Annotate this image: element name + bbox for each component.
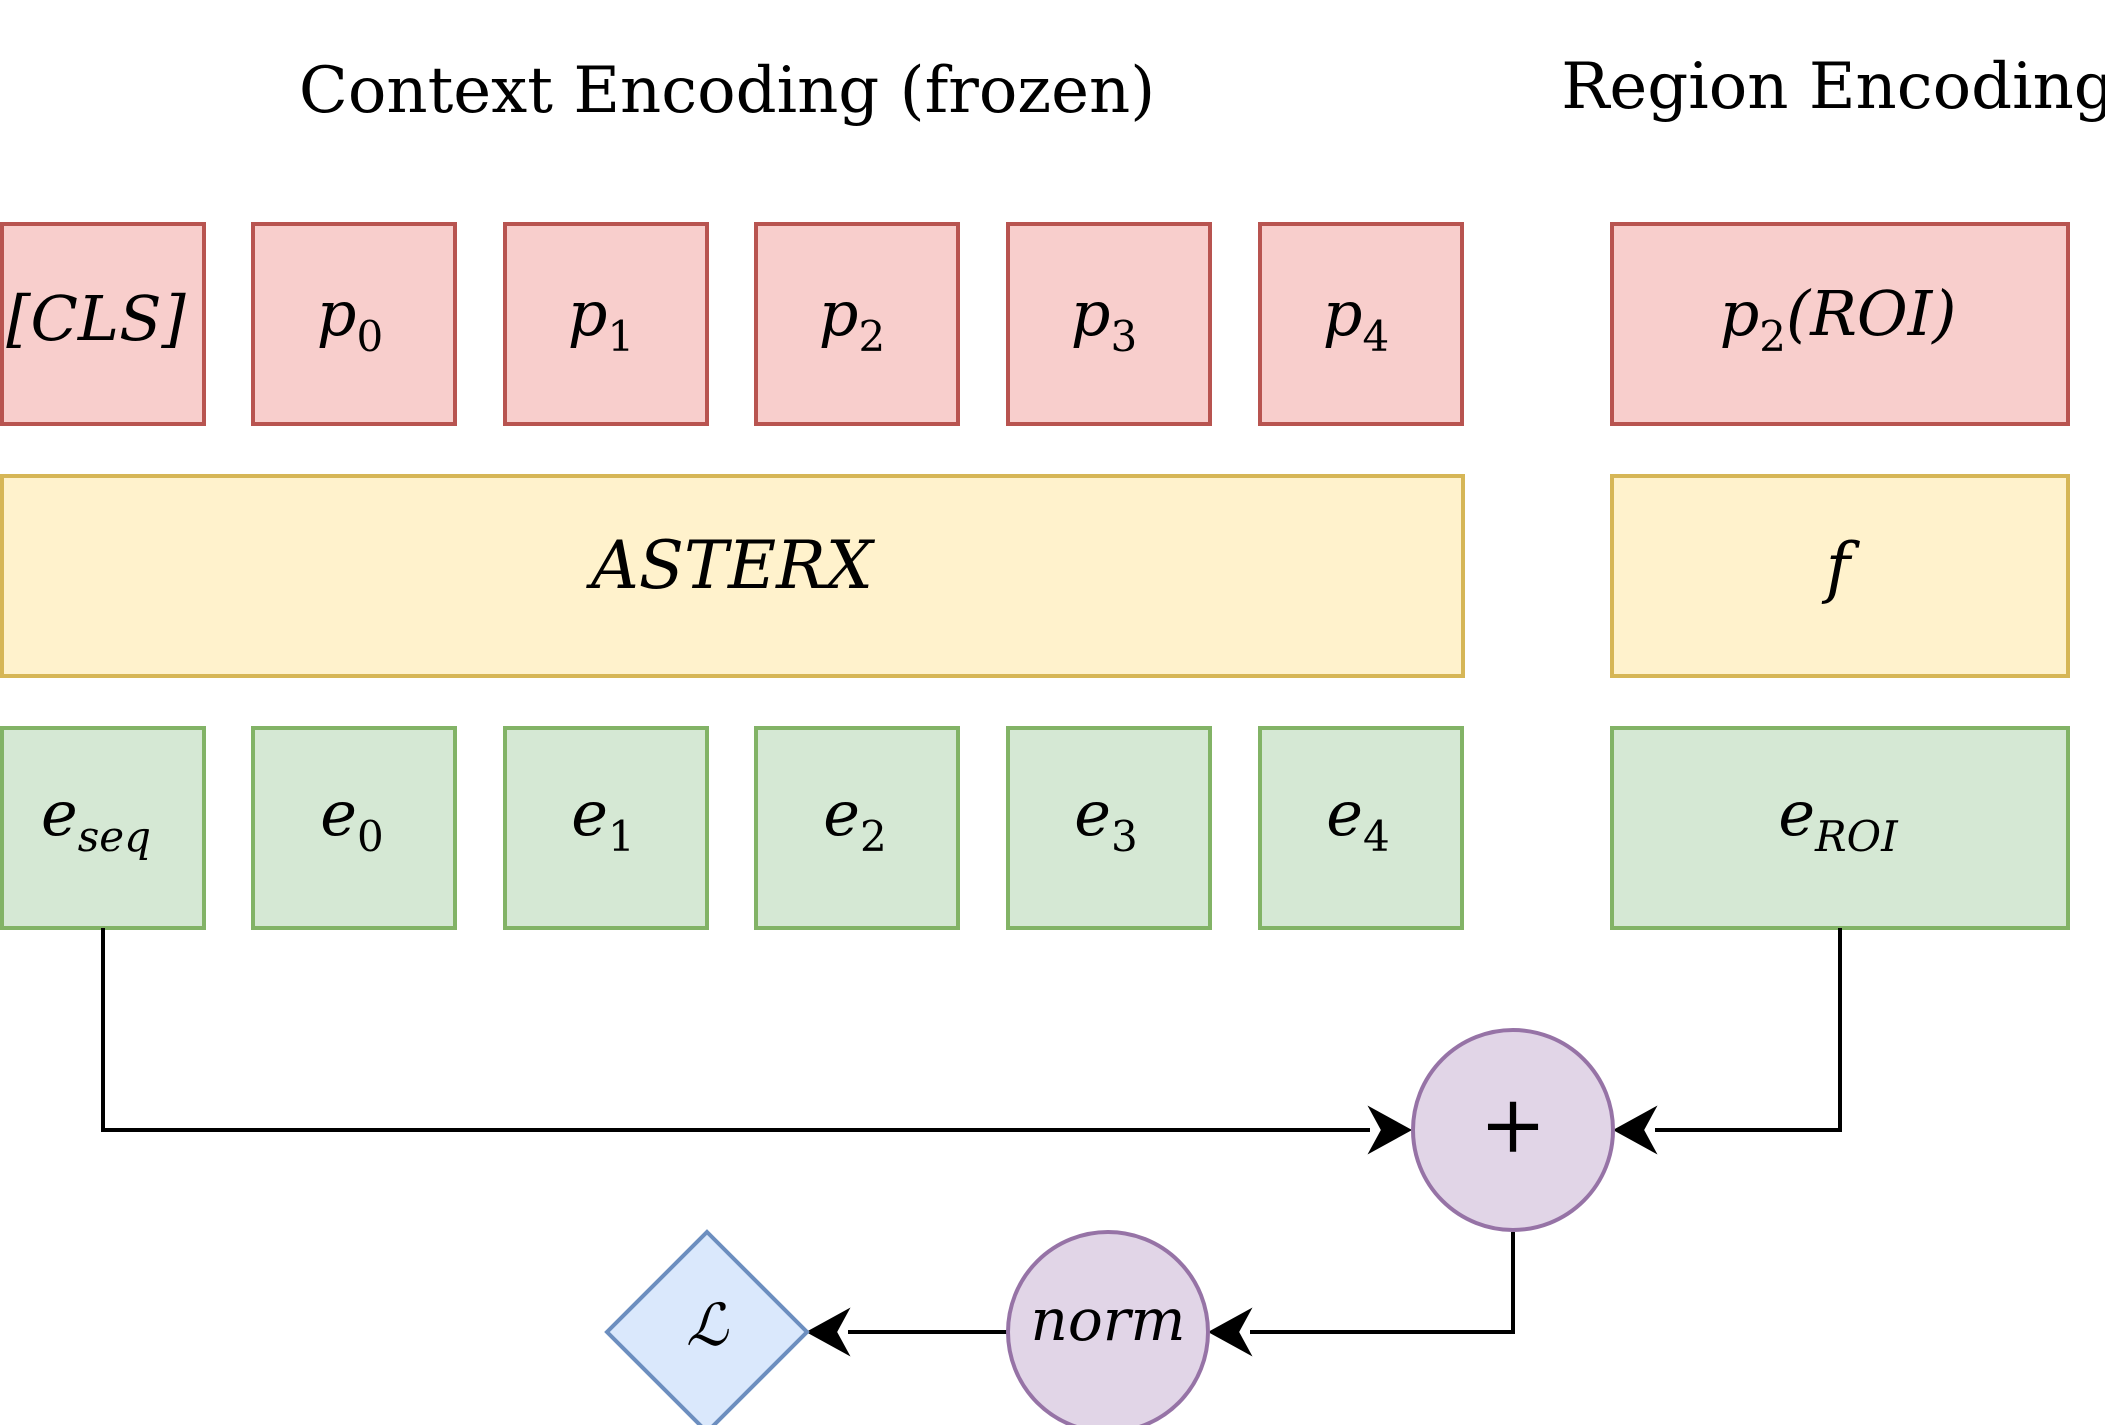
norm-to-loss-arrowhead: [805, 1307, 851, 1357]
output-embedding-label: e: [41, 777, 78, 850]
input-token-sub: 0: [356, 312, 383, 361]
input-token-sub: 3: [1110, 312, 1137, 361]
input-token-label: [CLS]: [6, 282, 186, 355]
input-token-sub: 4: [1362, 312, 1389, 361]
input-token-1: p0: [251, 222, 457, 426]
svg-text:p0: p0: [317, 277, 383, 361]
region-encoding-title: Region Encoding: [1561, 50, 2105, 124]
svg-text:e1: e1: [571, 777, 634, 861]
output-embedding-sub: 4: [1363, 812, 1390, 861]
loss-node: ℒ: [604, 1229, 810, 1425]
roi-to-plus-wire: [1655, 928, 1842, 1132]
roi-to-plus-arrowhead: [1612, 1105, 1658, 1155]
plus-to-norm-wire: [1250, 1232, 1515, 1334]
input-token-sub: 2: [858, 312, 885, 361]
region-input-token: p2(ROI): [1610, 222, 2070, 426]
output-embedding-label: e: [1074, 777, 1111, 850]
svg-text:p2(ROI): p2(ROI): [1720, 277, 1957, 361]
input-token-sub: 1: [607, 312, 634, 361]
svg-text:p1: p1: [568, 277, 634, 361]
input-token-label: p: [819, 277, 859, 350]
output-embedding-1: e0: [251, 726, 457, 930]
output-embedding-label: e: [320, 777, 357, 850]
svg-text:eseq: eseq: [41, 777, 151, 861]
output-embedding-label: e: [1326, 777, 1363, 850]
plus-icon: +: [1479, 1078, 1546, 1171]
output-embedding-4: e3: [1006, 726, 1212, 930]
asterx-label: ASTERX: [585, 527, 876, 604]
context-encoding-title: Context Encoding (frozen): [299, 54, 1155, 128]
output-embedding-sub: 0: [357, 812, 384, 861]
norm-operator: norm: [1006, 1230, 1210, 1425]
region-output-label: e: [1778, 777, 1815, 850]
output-embedding-2: e1: [503, 726, 709, 930]
svg-text:eROI: eROI: [1778, 777, 1899, 861]
input-token-label: p: [317, 277, 357, 350]
input-token-2: p1: [503, 222, 709, 426]
input-token-label: p: [568, 277, 608, 350]
svg-text:e3: e3: [1074, 777, 1137, 861]
input-token-3: p2: [754, 222, 960, 426]
input-token-5: p4: [1258, 222, 1464, 426]
plus-operator: +: [1411, 1028, 1615, 1232]
output-embedding-sub: 2: [860, 812, 887, 861]
svg-text:e4: e4: [1326, 777, 1389, 861]
output-embedding-sub: 3: [1111, 812, 1138, 861]
output-embedding-5: e4: [1258, 726, 1464, 930]
input-token-0: [CLS]: [0, 222, 206, 426]
seq-to-plus-wire: [101, 928, 1370, 1132]
region-input-sub: 2: [1759, 312, 1786, 361]
seq-to-plus-arrowhead: [1367, 1105, 1413, 1155]
output-embedding-sub: 1: [608, 812, 635, 861]
svg-text:p2: p2: [819, 277, 885, 361]
input-token-label: p: [1071, 277, 1111, 350]
region-input-suffix: (ROI): [1786, 277, 1956, 350]
output-embedding-3: e2: [754, 726, 960, 930]
output-embedding-label: e: [823, 777, 860, 850]
svg-text:p4: p4: [1323, 277, 1389, 361]
loss-symbol: ℒ: [686, 1291, 729, 1359]
asterx-encoder: ASTERX: [0, 474, 1465, 678]
norm-label: norm: [1031, 1286, 1186, 1354]
region-encoder-f: f: [1610, 474, 2070, 678]
output-embedding-0: eseq: [0, 726, 206, 930]
output-embedding-label: e: [571, 777, 608, 850]
region-input-label: p: [1720, 277, 1760, 350]
input-token-4: p3: [1006, 222, 1212, 426]
plus-to-norm-arrowhead: [1207, 1307, 1253, 1357]
svg-text:p3: p3: [1071, 277, 1137, 361]
svg-text:e2: e2: [823, 777, 886, 861]
svg-text:e0: e0: [320, 777, 383, 861]
region-output-sub: ROI: [1814, 812, 1899, 861]
input-token-label: p: [1323, 277, 1363, 350]
region-output-embedding: eROI: [1610, 726, 2070, 930]
output-embedding-sub: seq: [78, 812, 151, 861]
